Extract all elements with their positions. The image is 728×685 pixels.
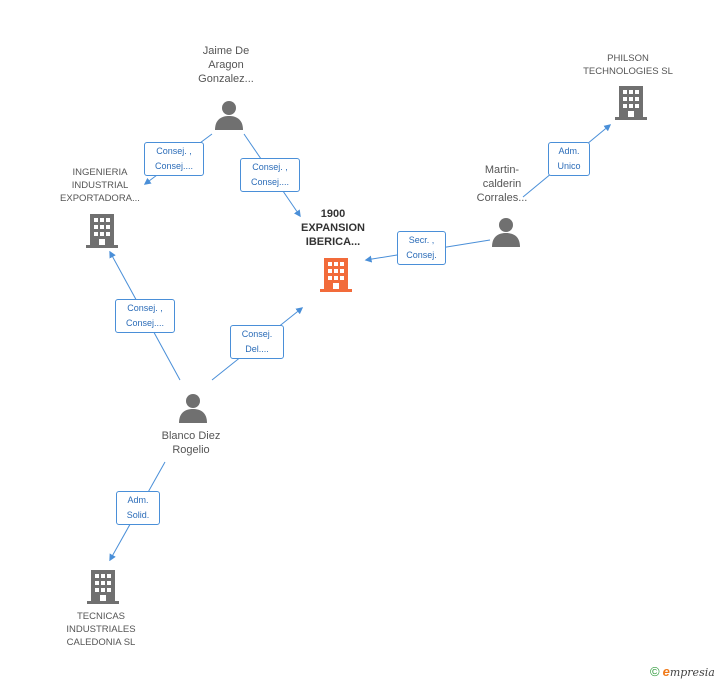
- edge-label-line: Unico: [557, 161, 581, 171]
- edge-label-line: Consej....: [154, 161, 194, 171]
- edge-label-jaime-ingenieria[interactable]: Consej. , Consej....: [144, 142, 204, 176]
- building-icon[interactable]: [86, 214, 118, 248]
- edge-label-line: Consej. ,: [156, 146, 192, 156]
- building-icon[interactable]: [615, 86, 647, 120]
- company-label-philson[interactable]: PHILSON TECHNOLOGIES SL: [583, 53, 673, 77]
- edge-label-blanco-center[interactable]: Consej. Del....: [230, 325, 284, 359]
- person-label-blanco[interactable]: Blanco Diez Rogelio: [161, 430, 221, 456]
- person-icon[interactable]: [178, 393, 208, 423]
- edge-label-line: Consej.: [241, 329, 273, 339]
- edge-label-line: Consej....: [250, 177, 290, 187]
- building-icon[interactable]: [320, 258, 352, 292]
- brand-initial: e: [662, 664, 670, 679]
- edge-label-martin-philson[interactable]: Adm. Unico: [548, 142, 590, 176]
- edge-label-jaime-center[interactable]: Consej. , Consej....: [240, 158, 300, 192]
- copyright-icon: ©: [650, 664, 660, 679]
- company-label-ingenieria[interactable]: INGENIERIA INDUSTRIAL EXPORTADORA...: [60, 167, 140, 204]
- edge-label-line: Adm.: [127, 495, 149, 505]
- brand-name: mpresia: [669, 666, 715, 679]
- edge-label-line: Consej....: [125, 318, 165, 328]
- edge-label-line: Consej. ,: [127, 303, 163, 313]
- edge-label-line: Solid.: [126, 510, 150, 520]
- person-label-martin[interactable]: Martin- calderin Corrales...: [476, 164, 528, 204]
- edge-label-blanco-ingenieria[interactable]: Consej. , Consej....: [115, 299, 175, 333]
- company-label-tecnicas[interactable]: TECNICAS INDUSTRIALES CALEDONIA SL: [66, 611, 136, 648]
- person-label-jaime[interactable]: Jaime De Aragon Gonzalez...: [198, 45, 254, 85]
- building-icon[interactable]: [87, 570, 119, 604]
- edge-label-line: Adm.: [558, 146, 580, 156]
- edge-label-blanco-tecnicas[interactable]: Adm. Solid.: [116, 491, 160, 525]
- edge-label-martin-center[interactable]: Secr. , Consej.: [397, 231, 446, 265]
- edge-label-line: Consej. ,: [252, 162, 288, 172]
- person-icon[interactable]: [491, 217, 521, 247]
- empresia-logo: ©empresia: [650, 664, 715, 679]
- center-company-label[interactable]: 1900 EXPANSION IBERICA...: [301, 208, 365, 248]
- edge-label-line: Del....: [245, 344, 269, 354]
- edge-label-line: Secr. ,: [408, 235, 435, 245]
- edge-label-line: Consej.: [406, 250, 437, 260]
- person-icon[interactable]: [214, 100, 244, 130]
